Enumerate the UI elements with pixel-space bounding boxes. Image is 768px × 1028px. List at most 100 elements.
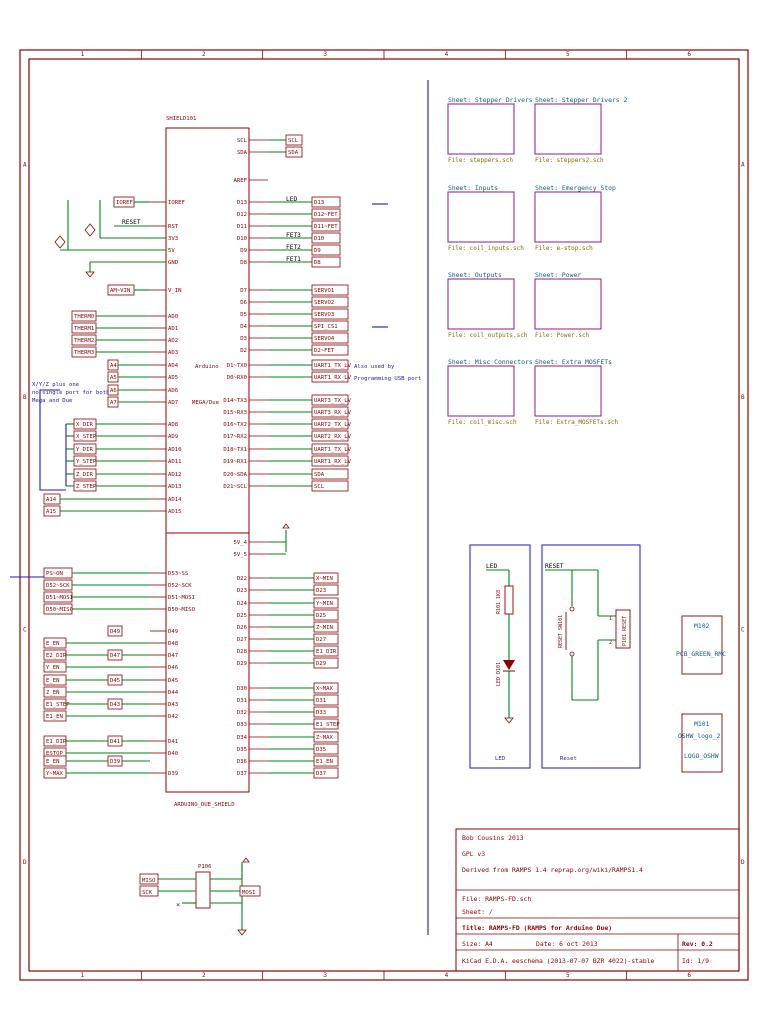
net-label — [313, 657, 339, 669]
left-pin-name: D39 — [168, 771, 178, 777]
net-label-text: Y_EN — [46, 665, 59, 671]
tb-tool: KiCad E.D.A. eeschema (2013-07-07 BZR 40… — [462, 957, 655, 965]
net-label-text: E1_EN — [316, 759, 333, 765]
tb-sheet: Sheet: / — [462, 908, 493, 916]
row-marker: C — [741, 626, 745, 633]
sheet-name: Sheet: Extra MOSFETs — [535, 358, 612, 366]
net-label-text: Y~MAX — [46, 771, 63, 777]
net-label-text: A14 — [46, 497, 57, 503]
right-pin-name: D30 — [237, 686, 247, 692]
title-block-frame — [455, 828, 740, 972]
left-pin-name: D45 — [168, 678, 178, 684]
net-label — [311, 443, 349, 455]
left-pin-name: RST — [168, 224, 179, 230]
p106-label-miso — [139, 873, 159, 885]
left-pin-name: D42 — [168, 714, 178, 720]
arduino-due-shield-symbol: SHIELD101 ARDUINO_DUE_SHIELD Arduino MEG… — [150, 116, 268, 808]
ic-inner-label-2: MEGA/Due — [192, 400, 220, 406]
right-pin-name: D5 — [240, 312, 247, 318]
ic-inner-label-1: Arduino — [195, 364, 219, 370]
net-label — [313, 597, 339, 609]
note-bus: X/Y/Z plus one no single port for both M… — [10, 203, 421, 578]
led-label: LED D101 — [496, 662, 502, 686]
reset-block: RESET 1 2 RESET SW101 P101 RESET Reset — [541, 544, 641, 769]
m102-box — [681, 615, 723, 675]
sheet-file: File: e-stop.sch — [535, 245, 593, 252]
net-label-text: Z_EN — [46, 690, 59, 696]
net-label-text: SDA — [314, 472, 325, 478]
net-label-text: Y_STEP — [76, 459, 97, 465]
net-name: RESET — [122, 219, 141, 226]
no-connect-icon: × — [176, 901, 180, 909]
tb-size: Size: A4 — [462, 940, 493, 948]
ic-value: ARDUINO_DUE_SHIELD — [174, 802, 235, 808]
right-pin-name: D7 — [240, 288, 247, 294]
note-line-1: X/Y/Z plus one — [32, 382, 80, 388]
right-pin-name: D37 — [237, 771, 247, 777]
net-label — [313, 731, 339, 743]
sheet-name: Sheet: Outputs — [448, 271, 502, 279]
tb-rev: Rev: 0.2 — [682, 940, 713, 948]
net-label-text: UART2_TX_LV — [314, 422, 352, 428]
vcc-icon — [282, 523, 290, 529]
sheet-box — [534, 191, 602, 243]
net-name: FET1 — [286, 256, 301, 263]
sheet-name: Sheet: Inputs — [448, 184, 498, 192]
col-marker: 3 — [323, 972, 327, 979]
right-pin-name: D8 — [240, 260, 247, 266]
left-pin-name: D43 — [168, 702, 178, 708]
net-label — [311, 284, 349, 296]
net-label — [107, 625, 123, 637]
net-label — [313, 718, 339, 730]
tb-derived: Derived from RAMPS 1.4 reprap.org/wiki/R… — [462, 866, 643, 874]
net-label-text: UART3_TX_LV — [314, 398, 352, 404]
p106-label-text: SCK — [142, 890, 153, 896]
right-pin-name: D9 — [240, 248, 247, 254]
net-label — [311, 359, 349, 371]
p106-ref: P106 — [198, 864, 211, 870]
net-label-text: THERM0 — [74, 314, 94, 320]
net-label — [311, 256, 341, 268]
left-pin-name: D44 — [168, 690, 179, 696]
net-label — [285, 134, 303, 146]
note-line-3: Mega and Due — [32, 398, 73, 404]
net-label-text: D51~MOSI — [46, 595, 73, 601]
net-label-text: D31 — [316, 698, 326, 704]
net-label-text: E1_STEP — [316, 722, 340, 728]
net-label-text: E2_DIR — [46, 653, 67, 659]
usb-note-line-1: Also used by — [354, 364, 395, 370]
net-label-text: D11~FET — [314, 224, 338, 230]
net-label — [313, 706, 339, 718]
net-label — [313, 743, 339, 755]
left-pin-name: D50~MISO — [168, 607, 196, 613]
net-label — [311, 480, 349, 492]
net-label — [313, 572, 339, 584]
pwr-flag-icon — [84, 223, 96, 237]
p106-label-text: MISO — [142, 878, 156, 884]
net-label — [311, 406, 349, 418]
ic-body — [165, 127, 250, 793]
right-pin-name: D11 — [237, 224, 247, 230]
net-label-text: UART1_RX_LV — [314, 459, 352, 465]
net-label-text: Z~MIN — [316, 625, 333, 631]
right-pin-name: D34 — [237, 735, 248, 741]
net-label — [311, 394, 349, 406]
net-label-text: E1_DIR — [46, 739, 67, 745]
sheet-box — [534, 365, 602, 417]
row-marker: B — [23, 394, 27, 401]
net-label-text: A6 — [110, 388, 117, 394]
m102-value: PCB_GREEN_RMC — [676, 650, 726, 658]
left-pin-name: GND — [168, 260, 179, 266]
left-pin-name: D46 — [168, 665, 178, 671]
left-pin-name: AD6 — [168, 388, 178, 394]
row-marker: D — [741, 859, 745, 866]
net-label-text: D12~FET — [314, 212, 338, 218]
net-label-text: D10 — [314, 236, 324, 242]
net-label-text: Z_DIR — [76, 472, 93, 478]
net-label — [313, 645, 339, 657]
net-label-text: A15 — [46, 509, 56, 515]
net-label — [313, 755, 339, 767]
net-label-text: SPI_CS1 — [314, 324, 338, 330]
net-label-text: E1_DIR — [316, 649, 337, 655]
